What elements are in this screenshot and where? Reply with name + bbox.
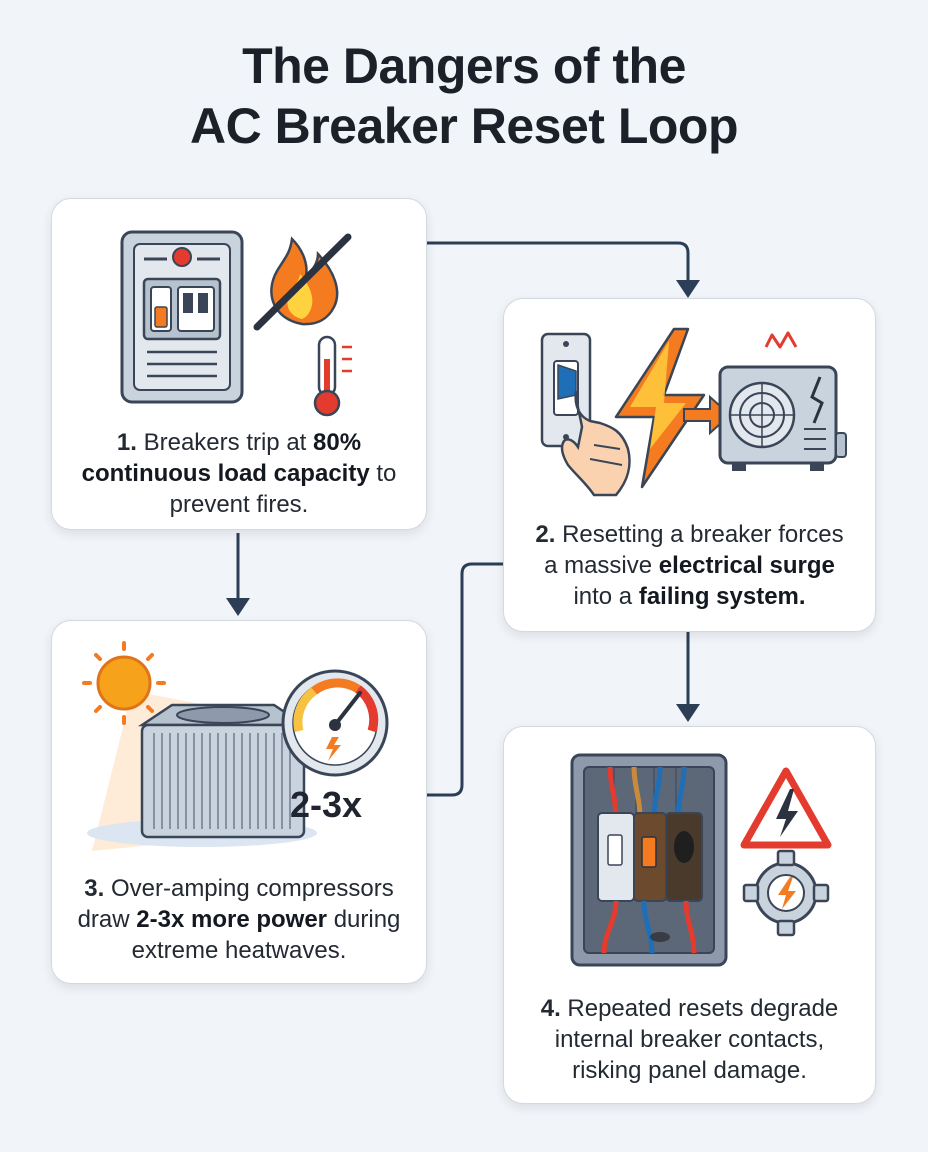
step-2-text-bold-1: electrical surge bbox=[658, 552, 835, 579]
step-1-illustration bbox=[120, 230, 352, 417]
step-3-text-pre: Over-amping compressors draw bbox=[77, 875, 394, 933]
burnt-breaker-panel-icon bbox=[570, 753, 728, 967]
breaker-panel-icon bbox=[120, 230, 244, 404]
step-2-illustration bbox=[540, 327, 847, 497]
step-1-text-bold: 80% continuous load capacity bbox=[81, 429, 370, 487]
step-3-caption: 3. Over-amping compressors draw 2-3x mor… bbox=[74, 873, 404, 966]
title-line-2: AC Breaker Reset Loop bbox=[190, 98, 739, 154]
thermometer-icon bbox=[313, 335, 352, 417]
step-2-text-bold-2: failing system. bbox=[638, 583, 806, 610]
step-1-text-pre: Breakers trip at bbox=[143, 429, 307, 456]
gauge-icon bbox=[281, 669, 389, 777]
power-multiplier-badge: 2-3x bbox=[290, 784, 362, 825]
step-4-illustration bbox=[570, 753, 832, 967]
step-1-number: 1. bbox=[116, 429, 137, 456]
sun-icon bbox=[82, 641, 166, 725]
step-1-text-post: to prevent fires. bbox=[169, 460, 397, 518]
step-3-card: 2-3x 3. Over-amping compressors draw 2-3… bbox=[51, 620, 427, 984]
step-4-text: Repeated resets degrade internal breaker… bbox=[554, 995, 839, 1084]
step-3-number: 3. bbox=[84, 875, 105, 902]
step-1-caption: 1. Breakers trip at 80% continuous load … bbox=[62, 427, 416, 520]
step-4-card: 4. Repeated resets degrade internal brea… bbox=[503, 726, 876, 1104]
title-line-1: The Dangers of the bbox=[242, 38, 686, 94]
step-1-card: 1. Breakers trip at 80% continuous load … bbox=[51, 198, 427, 530]
step-4-caption: 4. Repeated resets degrade internal brea… bbox=[534, 993, 845, 1086]
step-2-card: 2. Resetting a breaker forces a massive … bbox=[503, 298, 876, 632]
step-2-number: 2. bbox=[535, 521, 556, 548]
step-3-text-bold: 2-3x more power bbox=[136, 906, 328, 933]
step-4-number: 4. bbox=[540, 995, 561, 1022]
condenser-unit-icon bbox=[137, 703, 309, 839]
warning-triangle-icon bbox=[740, 767, 832, 849]
step-3-text-post: during extreme heatwaves. bbox=[131, 906, 401, 964]
arrow-step3-to-step2 bbox=[427, 562, 503, 797]
step-2-caption: 2. Resetting a breaker forces a massive … bbox=[532, 519, 847, 612]
gear-bolt-icon bbox=[742, 849, 830, 937]
arrow-step1-to-step2 bbox=[427, 241, 690, 285]
lightning-bolt-icon bbox=[614, 327, 732, 489]
step-2-text-pre: Resetting a breaker forces a massive bbox=[544, 521, 844, 579]
step-3-illustration: 2-3x bbox=[82, 641, 389, 851]
ac-unit-icon bbox=[718, 331, 847, 471]
hand-flipping-switch-icon bbox=[540, 332, 631, 497]
page-title: The Dangers of the AC Breaker Reset Loop bbox=[0, 36, 928, 156]
no-fire-icon bbox=[253, 233, 352, 331]
step-2-text-mid: into a bbox=[573, 583, 633, 610]
